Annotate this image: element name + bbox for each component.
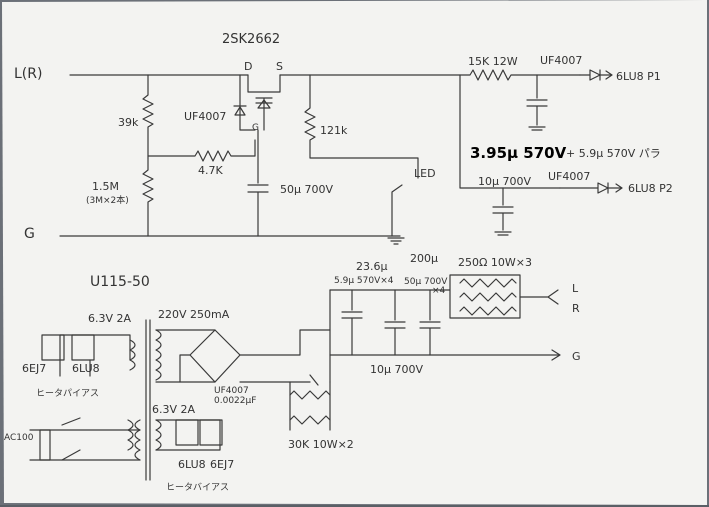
tube-6ej7-top: 6EJ7: [22, 362, 46, 375]
led-label: LED: [414, 167, 436, 180]
alt-cap-label: + 5.9μ 570V パラ: [566, 147, 661, 160]
bold-cap-label: 3.95μ 570V: [470, 144, 567, 162]
out-l-label: L: [572, 282, 579, 295]
r39k-label: 39k: [118, 116, 139, 129]
out-r-label: R: [572, 302, 580, 315]
gate-label: G: [252, 123, 259, 133]
uf-p2-label: UF4007: [548, 170, 590, 183]
cap10u-top-label: 10μ 700V: [478, 175, 531, 188]
r15m-note: (3M×2本): [86, 194, 129, 206]
out-p2-label: 6LU8 P2: [628, 182, 673, 195]
input-label: L(R): [14, 66, 42, 82]
drain-label: D: [244, 60, 252, 73]
labels: 2SK2662 L(R) G D S UF4007 39k G 121k 4.7…: [4, 32, 673, 493]
ground-in-label: G: [24, 226, 35, 242]
heater-top-label: ヒータパイアス: [36, 388, 99, 399]
r250-label: 250Ω 10W×3: [458, 256, 532, 269]
r121k-label: 121k: [320, 124, 348, 137]
amplifier-section: [59, 69, 623, 245]
r30k-label: 30K 10W×2: [288, 438, 354, 451]
transistor-label: 2SK2662: [222, 32, 280, 47]
r15k-label: 15K 12W: [468, 55, 518, 68]
out-p1-label: 6LU8 P1: [616, 70, 661, 83]
c200-sub-label: 50μ 700V: [404, 277, 448, 287]
power-supply-section: [29, 274, 561, 481]
cap10u-bot-label: 10μ 700V: [370, 363, 423, 376]
r47k-label: 4.7K: [198, 164, 223, 177]
c200-x4-label: ×4: [432, 286, 446, 296]
cap50u-label: 50μ 700V: [280, 183, 333, 196]
c236-label: 23.6μ: [356, 260, 388, 273]
sec63-top-label: 6.3V 2A: [88, 312, 132, 325]
sec220-label: 220V 250mA: [158, 308, 230, 321]
source-label: S: [276, 60, 283, 73]
tube-6ej7-bot: 6EJ7: [210, 458, 234, 471]
c236-sub-label: 5.9μ 570V×4: [334, 276, 394, 286]
transformer-label: U115-50: [90, 274, 150, 290]
r15m-label: 1.5M: [92, 180, 119, 193]
heater-bot-label: ヒータバイアス: [166, 482, 229, 493]
c200-label: 200μ: [410, 252, 438, 265]
uf-bridge-label: UF4007: [214, 386, 249, 396]
out-g-label: G: [572, 350, 581, 363]
tube-6lu8-bot: 6LU8: [178, 458, 206, 471]
uf-bridge-cap-label: 0.0022μF: [214, 396, 256, 406]
diode-top-label: UF4007: [184, 110, 226, 123]
sec63-bot-label: 6.3V 2A: [152, 403, 196, 416]
ac-label: AC100: [4, 433, 34, 443]
tube-6lu8-top: 6LU8: [72, 362, 100, 375]
uf-p1-label: UF4007: [540, 54, 582, 67]
